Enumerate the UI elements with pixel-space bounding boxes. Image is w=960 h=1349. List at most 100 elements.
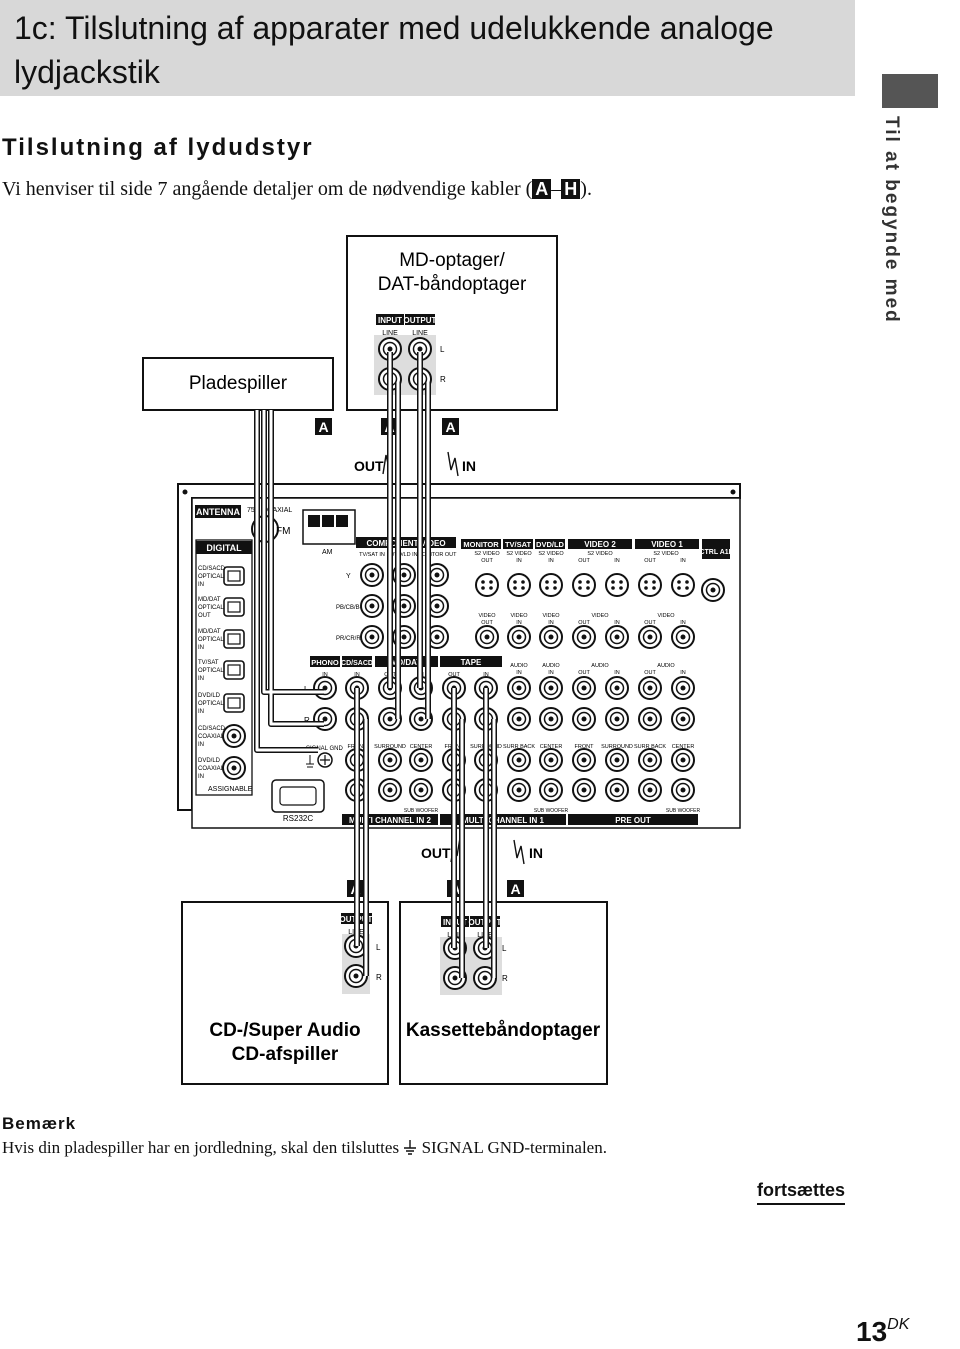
svg-text:IN: IN [680,558,686,564]
turntable-label: Pladespiller [189,373,288,394]
svg-text:S2 VIDEO: S2 VIDEO [587,551,613,557]
svg-text:OPTICAL: OPTICAL [198,668,224,674]
svg-text:L: L [502,944,507,953]
md-line-label-2: LINE [412,330,428,337]
md-input-label: INPUT [378,316,402,325]
svg-text:MD/DAT: MD/DAT [198,629,221,635]
svg-text:IN: IN [483,672,489,678]
md-r-label: R [440,375,446,384]
antenna-label: ANTENNA [196,507,240,517]
svg-text:FRONT: FRONT [575,744,595,750]
cassette-label: Kassettebåndoptager [406,1020,601,1041]
svg-text:OPTICAL: OPTICAL [198,637,224,643]
top-cable-labels: A A A OUT IN [315,418,476,477]
svg-text:OPTICAL: OPTICAL [198,574,224,580]
svg-text:SURR BACK: SURR BACK [503,744,535,750]
digital-label: DIGITAL [206,543,242,553]
svg-text:IN: IN [198,645,204,651]
svg-text:IN: IN [198,676,204,682]
svg-text:IN: IN [614,620,620,626]
svg-text:CTRL A1II: CTRL A1II [699,549,732,556]
intro-paragraph: Vi henviser til side 7 angående detaljer… [2,178,592,201]
cd-label-1: CD-/Super Audio [209,1020,360,1041]
page-number: 13DK [856,1316,909,1348]
digital-input-cd-sacd-coaxial: CD/SACD COAXIAL IN [198,724,246,748]
svg-text:OUT: OUT [448,672,460,678]
cd-sacd-player: OUTPUT LINE L R CD-/Super Audio CD-afspi… [181,901,389,1085]
pre-out-label: PRE OUT [615,816,651,825]
note-text: Hvis din pladespiller har en jordledning… [2,1138,607,1158]
md-dat-label-1: MD-optager/ [399,250,505,271]
cable-label: A [445,419,455,435]
svg-text:TV/SAT: TV/SAT [505,540,532,549]
multi-channel-in-1-label: MULTI CHANNEL IN 1 [462,816,544,825]
svg-text:VIDEO: VIDEO [542,613,560,619]
cable-label: A [510,881,520,897]
svg-text:MONITOR OUT: MONITOR OUT [417,552,457,558]
svg-text:IN: IN [548,670,554,676]
svg-text:L: L [376,943,381,952]
digital-output-md-dat-optical: MD/DAT OPTICAL OUT [198,597,245,619]
intro-dash: – [551,178,562,200]
svg-text:OUT: OUT [578,670,590,676]
svg-text:OPTICAL: OPTICAL [198,605,224,611]
svg-text:SUB WOOFER: SUB WOOFER [534,808,569,814]
svg-text:CENTER: CENTER [672,744,695,750]
svg-text:S2 VIDEO: S2 VIDEO [474,551,500,557]
svg-text:AUDIO: AUDIO [657,663,675,669]
intro-text-start: Vi henviser til side 7 angående detaljer… [2,178,533,200]
svg-text:IN: IN [516,558,522,564]
svg-text:PHONO: PHONO [311,658,339,667]
svg-text:VIDEO 1: VIDEO 1 [651,540,683,549]
svg-text:IN: IN [516,670,522,676]
svg-text:IN: IN [614,670,620,676]
receiver-rear-panel: ANTENNA 75Ω COAXIAL FM AM DIGITAL CD/SAC… [177,483,741,829]
svg-text:VIDEO 2: VIDEO 2 [584,540,616,549]
svg-text:MONITOR: MONITOR [463,540,499,549]
svg-text:DVD/LD IN: DVD/LD IN [390,552,417,558]
svg-text:OUT: OUT [644,620,656,626]
svg-text:VIDEO: VIDEO [510,613,528,619]
svg-text:MD/DAT: MD/DAT [198,597,221,603]
page-number-suffix: DK [887,1316,910,1333]
in-label: IN [462,458,476,474]
svg-text:SUB WOOFER: SUB WOOFER [666,808,701,814]
svg-text:SUB WOOFER: SUB WOOFER [404,808,439,814]
svg-text:Y: Y [346,573,351,580]
svg-text:IN: IN [198,774,204,780]
svg-text:IN: IN [680,670,686,676]
svg-text:OUT: OUT [644,670,656,676]
fm-label: FM [276,526,290,537]
md-output-label: OUTPUT [404,316,437,325]
svg-text:SURROUND: SURROUND [601,744,633,750]
ground-icon [404,1140,417,1155]
svg-text:CD/SACD: CD/SACD [341,660,373,667]
svg-text:IN: IN [354,672,360,678]
svg-text:AUDIO: AUDIO [591,663,609,669]
section-heading: Tilslutning af lydudstyr [2,134,314,161]
svg-text:S2 VIDEO: S2 VIDEO [653,551,679,557]
svg-text:TV/SAT IN: TV/SAT IN [359,552,385,558]
svg-text:AUDIO: AUDIO [510,663,528,669]
svg-text:OUT: OUT [578,620,590,626]
svg-text:MD/DAT: MD/DAT [391,658,422,667]
svg-text:R: R [376,973,382,982]
digital-input-cd-sacd-optical: CD/SACD OPTICAL IN [198,566,245,588]
svg-text:OUT: OUT [481,558,493,564]
digital-input-md-dat-optical: MD/DAT OPTICAL IN [198,629,245,651]
bottom-cable-labels: OUT IN A A A [347,837,543,897]
multi-channel-in-2-label: MULTI CHANNEL IN 2 [349,816,431,825]
intro-text-end: ). [580,178,592,200]
md-dat-label-2: DAT-båndoptager [378,274,527,295]
out-label: OUT [354,458,384,474]
svg-text:AUDIO: AUDIO [542,663,560,669]
svg-text:PB/CB/B-Y: PB/CB/B-Y [336,605,366,611]
svg-text:IN: IN [516,620,522,626]
svg-text:OPTICAL: OPTICAL [198,701,224,707]
in-label: IN [529,845,543,861]
svg-text:OUT: OUT [578,558,590,564]
svg-text:IN: IN [198,709,204,715]
title-band [0,0,855,96]
svg-text:R: R [502,974,508,983]
audio-cables [254,352,497,978]
